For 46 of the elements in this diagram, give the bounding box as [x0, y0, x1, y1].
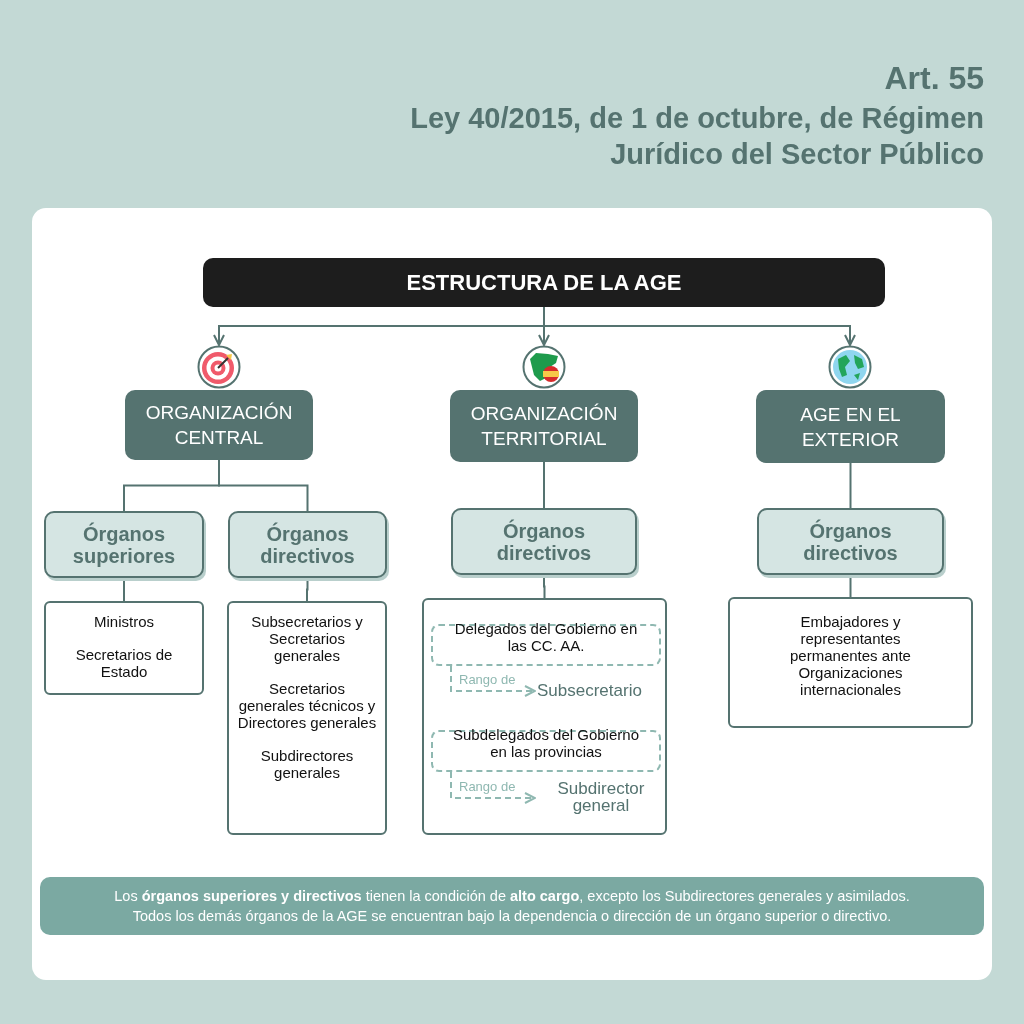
connector [218, 459, 309, 512]
node-label: ORGANIZACIÓN CENTRAL [144, 401, 294, 450]
subcategory-box [757, 508, 944, 575]
subtitle: Ley 40/2015, de 1 de octubre, de Régimen Jurídico del Sector Público [409, 101, 984, 172]
node-label: Subsecretarios y Secretarios generales [250, 613, 364, 664]
node-label: Órganos directivos [495, 519, 593, 564]
node-label: Órganos directivos [259, 522, 356, 567]
rank-text: Subsecretario [537, 679, 665, 701]
connector [543, 461, 545, 509]
node-label: Órganos superiores [71, 522, 177, 567]
dashed-box [431, 730, 661, 772]
subcategory-box [44, 511, 204, 578]
node-label: Subdelegados del Gobierno en las provincias [452, 726, 640, 760]
globe-icon [828, 345, 872, 389]
node-label: Ministros [94, 613, 154, 630]
node-label: Subdirectores generales [259, 747, 355, 781]
subcategory-box [451, 508, 637, 575]
node-label: Secretarios generales técnicos y Directores generales [236, 680, 378, 731]
list-box [227, 601, 387, 835]
note-text: Los órganos superiores y directivos tienen la condición de alto cargo, excepto los Subdirectores generales y asimilados. [113, 887, 911, 906]
node-label: ORGANIZACIÓN TERRITORIAL [469, 402, 619, 451]
edge-label: Rango de [457, 780, 518, 794]
dashed-box [431, 624, 661, 666]
map-icon [522, 345, 566, 389]
node-label: Delegados del Gobierno en las CC. AA. [453, 620, 639, 654]
node-label: Secretarios de Estado [74, 646, 174, 680]
dashed-arrow [450, 771, 536, 804]
title-bar [203, 258, 885, 307]
node-label: ESTRUCTURA DE LA AGE [406, 269, 682, 296]
dashed-arrow [450, 665, 536, 697]
list-box [728, 597, 973, 728]
category-box [756, 390, 945, 463]
rank-text: Subdirector general [537, 778, 665, 816]
node-label: AGE EN EL EXTERIOR [799, 402, 902, 452]
title: Art. 55 [884, 60, 984, 97]
connector [849, 462, 852, 509]
list-box [44, 601, 204, 695]
node-label: Órganos directivos [802, 519, 899, 564]
subcategory-box [228, 511, 387, 578]
target-icon [197, 345, 241, 389]
edge-label: Rango de [457, 673, 518, 687]
category-box [450, 390, 638, 462]
note-text: Todos los demás órganos de la AGE se encuentran bajo la dependencia o dirección de un órgano superior o directivo. [131, 907, 893, 926]
category-box [125, 390, 313, 460]
node-label: Embajadores y representantes permanentes ante Organizaciones internacionales [789, 613, 912, 698]
connector [543, 306, 856, 346]
